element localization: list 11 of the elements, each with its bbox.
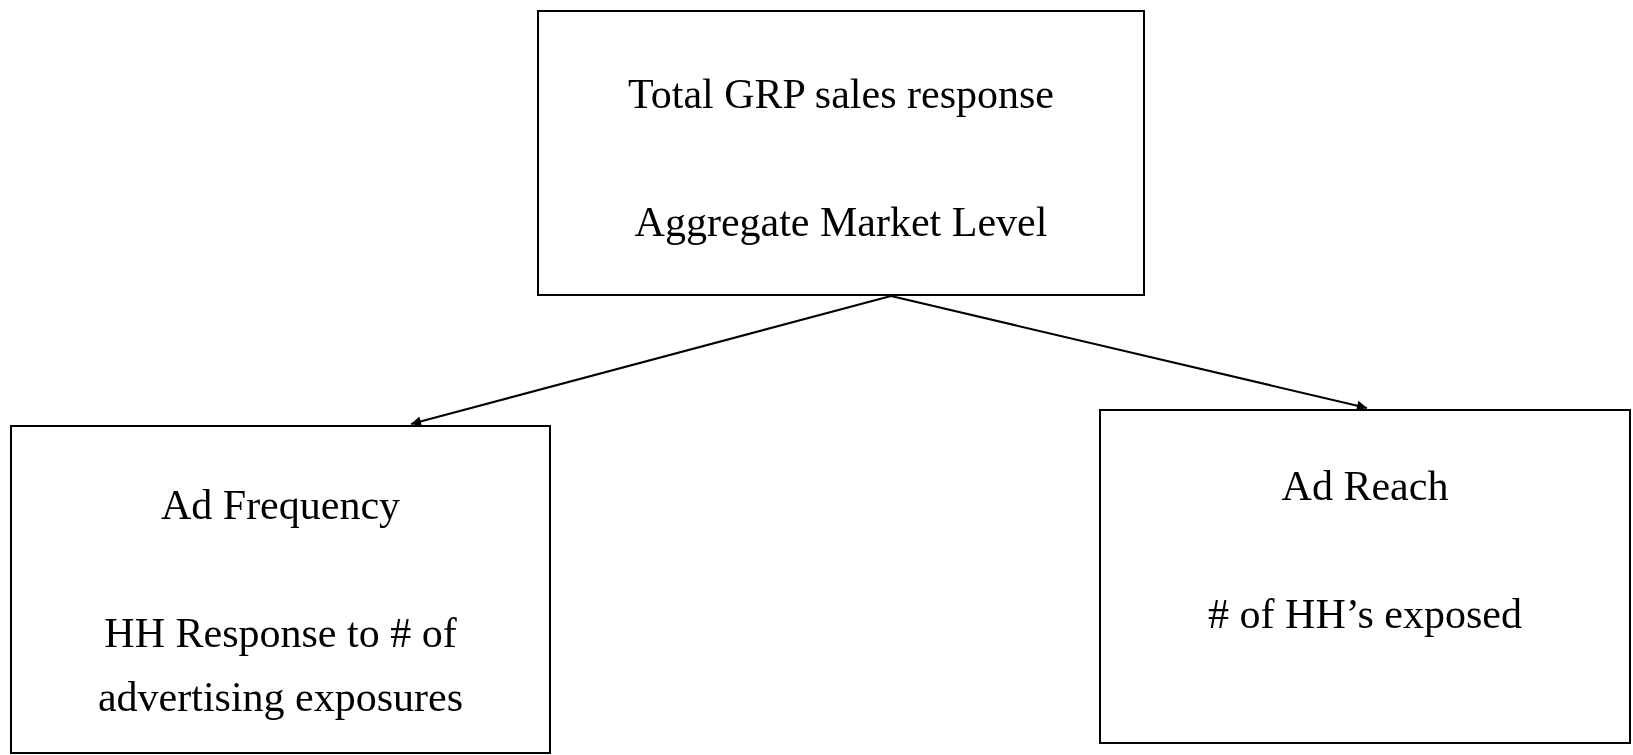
box-heading: Total GRP sales response [628,70,1054,119]
process-box [10,425,551,754]
box-heading: Ad Frequency [160,481,401,530]
arrow [410,295,892,427]
arrow [890,295,1368,411]
box-description: HH Response to # of advertising exposures [96,609,465,722]
box-description: Aggregate Market Level [634,198,1048,247]
process-box [537,10,1145,296]
process-box [1099,409,1631,744]
box-heading: Ad Reach [1281,462,1449,511]
box-description: # of HH’s exposed [1208,590,1522,639]
